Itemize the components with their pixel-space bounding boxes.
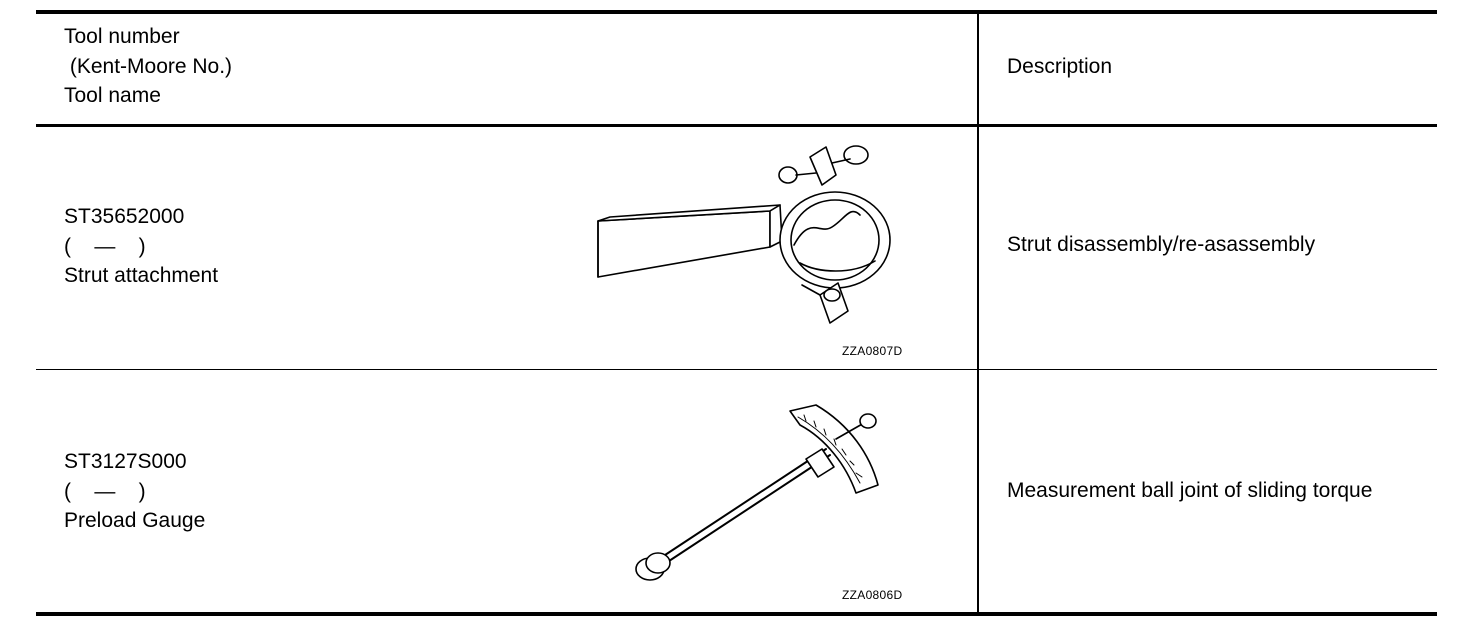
row2-tool-cell: ST3127S000 ( — ) Preload Gauge (64, 447, 205, 536)
strut-attachment-icon (597, 145, 891, 324)
header-tool-cell: Tool number (Kent-Moore No.) Tool name (64, 22, 232, 111)
row-divider (36, 369, 1437, 370)
header-tool-name: Tool name (64, 84, 161, 107)
row1-tool-name: Strut attachment (64, 264, 219, 287)
row1-tool-number: ST35652000 (64, 205, 185, 228)
header-kent-moore: (Kent-Moore No.) (64, 54, 233, 78)
row2-kent-moore: ( — ) (64, 479, 146, 503)
table-top-rule (36, 10, 1437, 14)
row2-tool-name: Preload Gauge (64, 509, 206, 532)
preload-gauge-icon (635, 404, 879, 581)
row1-kent-moore: ( — ) (64, 234, 146, 258)
row2-tool-number: ST3127S000 (64, 450, 187, 473)
header-divider (36, 124, 1437, 127)
header-description: Description (1007, 55, 1113, 78)
header-tool-number: Tool number (64, 25, 180, 48)
table-bottom-rule (36, 612, 1437, 616)
row1-image-code: ZZA0807D (842, 344, 903, 358)
column-divider (977, 14, 979, 612)
row1-tool-cell: ST35652000 ( — ) Strut attachment (64, 202, 218, 291)
row2-description: Measurement ball joint of sliding torque (1007, 479, 1373, 502)
row2-image-code: ZZA0806D (842, 588, 903, 602)
row1-description: Strut disassembly/re-asassembly (1007, 233, 1316, 256)
